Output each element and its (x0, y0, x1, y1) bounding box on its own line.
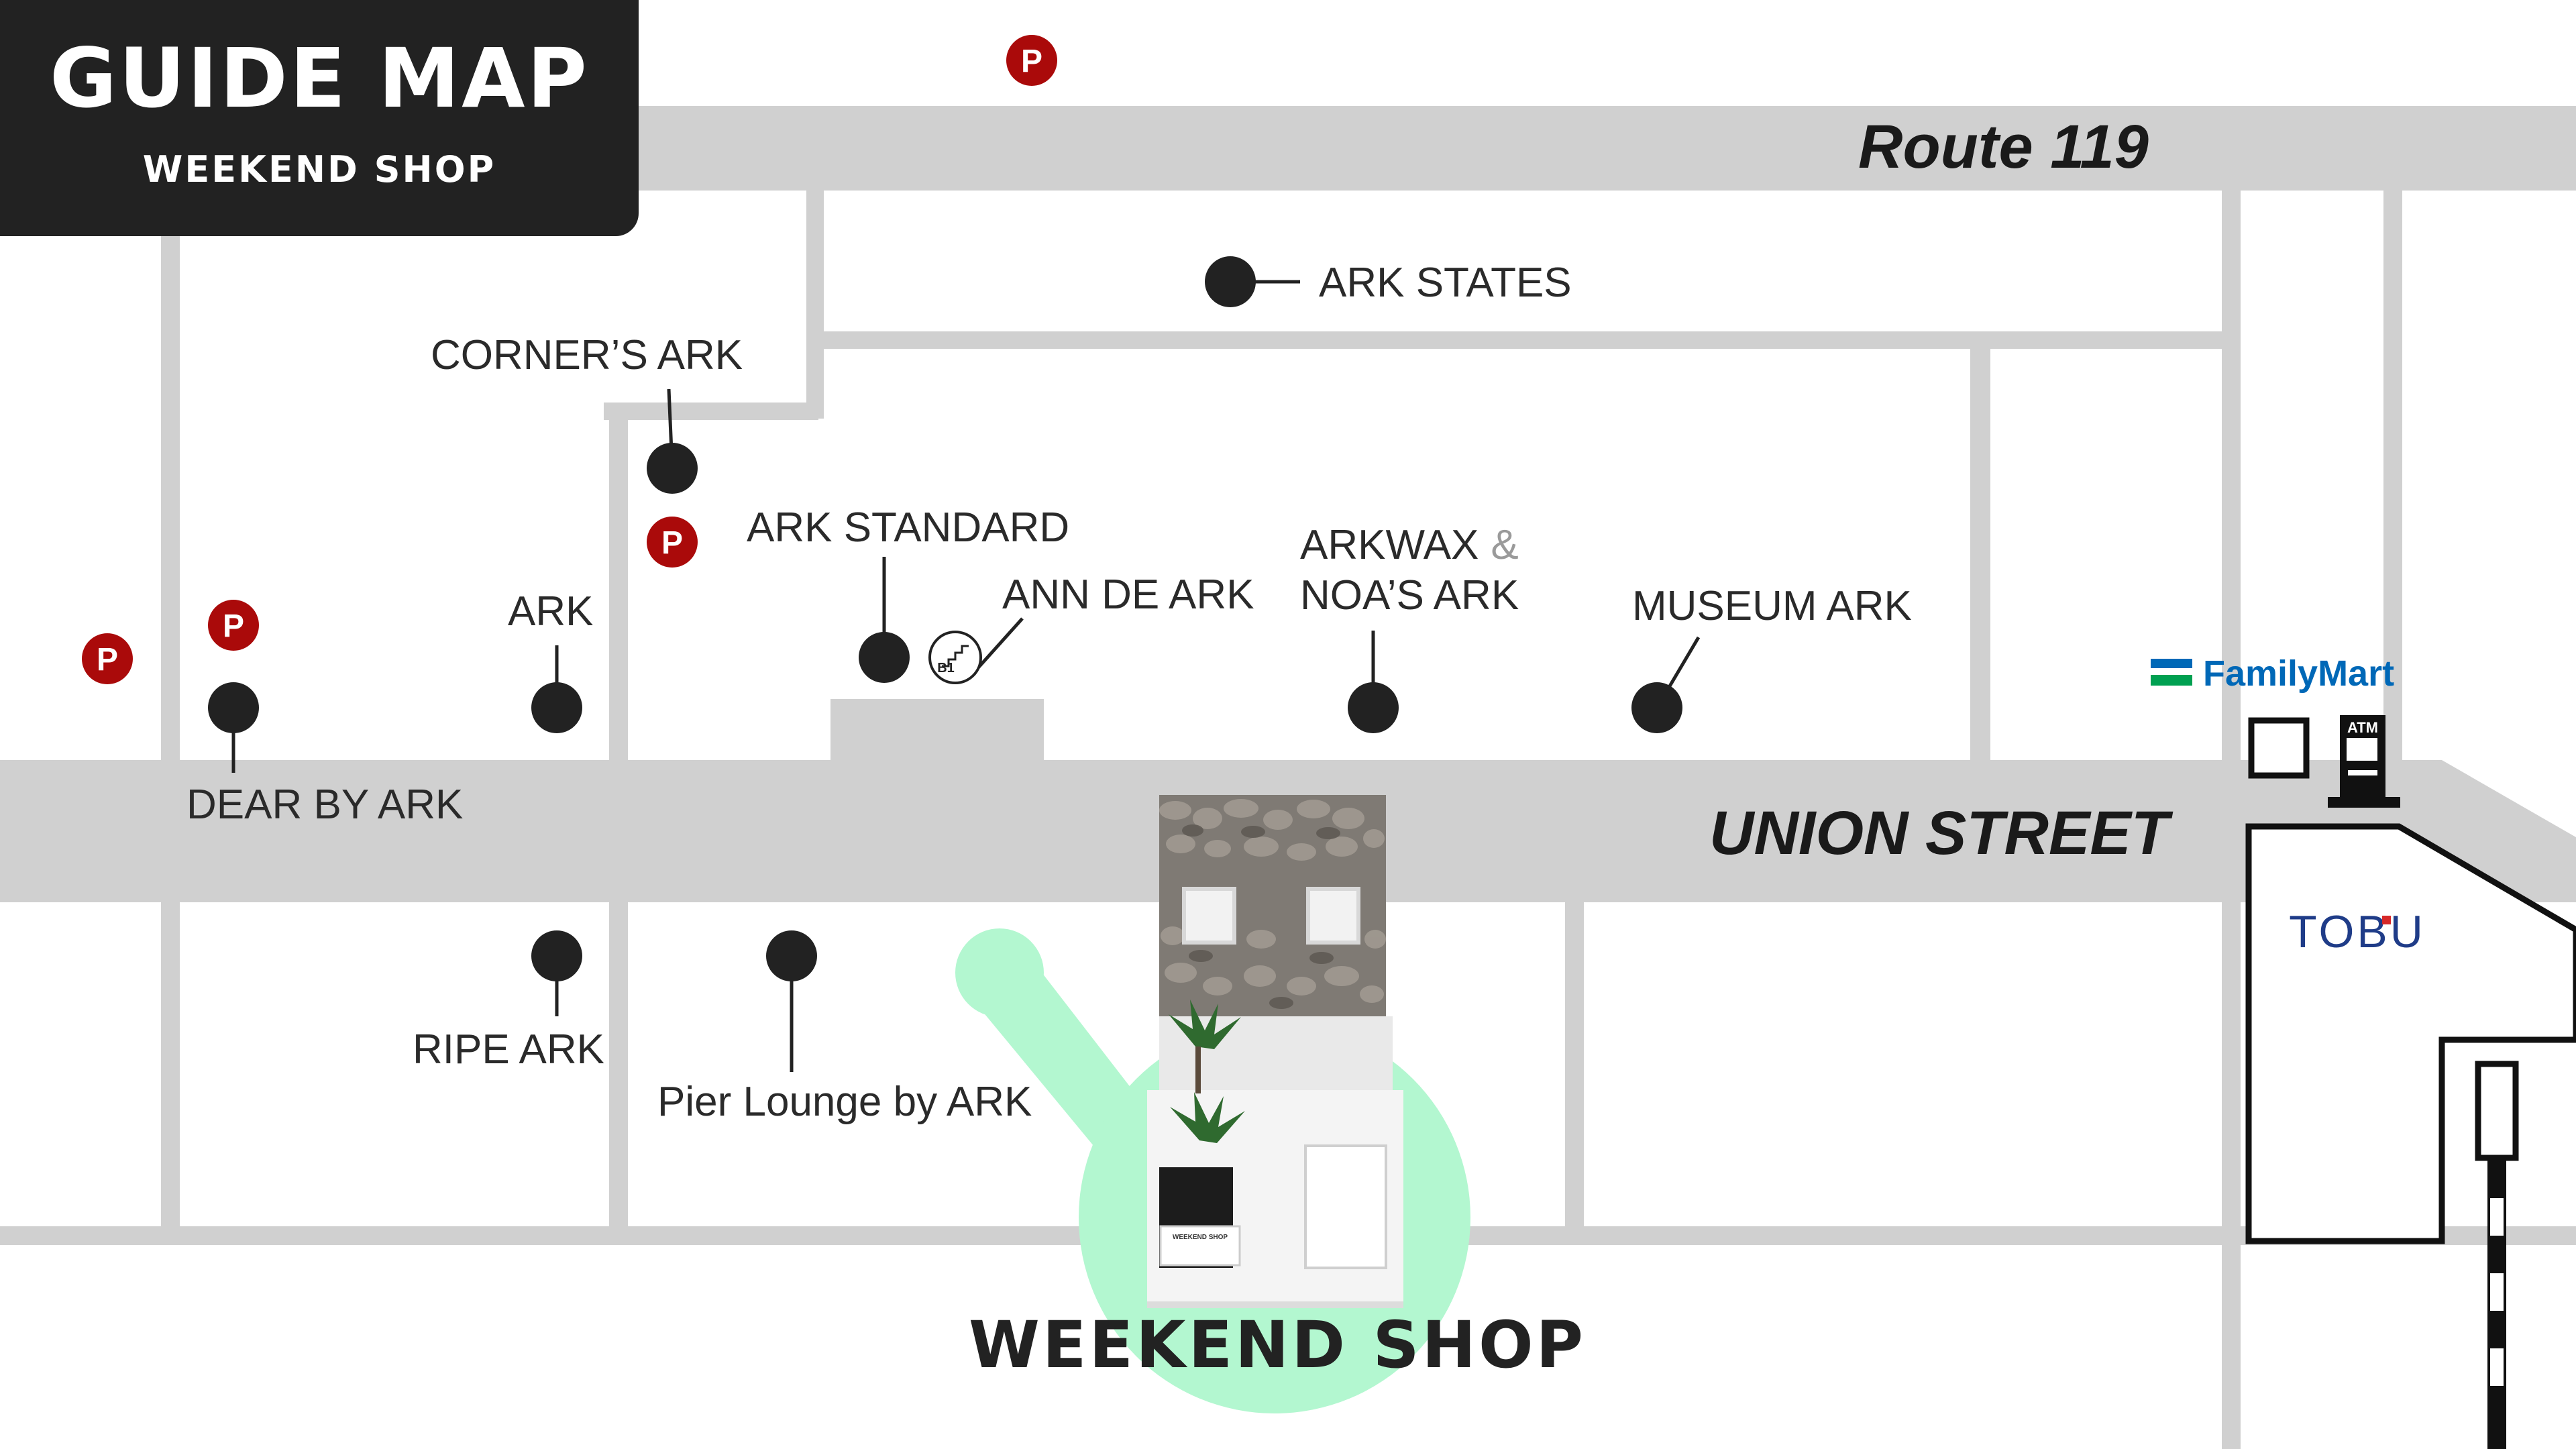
shop-corners-ark[interactable]: CORNER’S ARK (431, 332, 743, 494)
familymart-label: FamilyMart (2203, 653, 2394, 694)
atm-icon: ATM (2328, 715, 2400, 808)
parking-label: P (223, 608, 244, 644)
parking-label: P (661, 525, 683, 561)
lane-corner-west (609, 402, 628, 760)
shop-label: ANN DE ARK (1002, 572, 1254, 618)
route-119-label: Route 119 (1858, 113, 2149, 181)
shop-museum-ark[interactable]: MUSEUM ARK (1631, 583, 1912, 733)
tobu-label: TOBU (2289, 906, 2426, 957)
tobu-building[interactable]: TOBU (2245, 823, 2576, 1244)
parking-label: P (97, 642, 118, 678)
familymart[interactable]: FamilyMart ATM (2151, 653, 2400, 808)
tobu-red-dot (2382, 916, 2391, 924)
shop-label: Pier Lounge by ARK (657, 1079, 1032, 1125)
map-subtitle: WEEKEND SHOP (142, 148, 496, 191)
shop-ark-states[interactable]: ARK STATES (1205, 256, 1572, 307)
shop-pier-lounge[interactable]: Pier Lounge by ARK (657, 930, 1032, 1125)
shop-dear-by-ark[interactable]: DEAR BY ARK (186, 682, 463, 828)
title-block: GUIDE MAP WEEKEND SHOP (0, 0, 639, 236)
facade-window (1306, 887, 1360, 945)
shop-ripe-ark[interactable]: RIPE ARK (413, 930, 604, 1073)
shop-pin-icon (1348, 682, 1399, 733)
shop-ann-de-ark[interactable]: B1 ANN DE ARK (928, 572, 1254, 684)
union-street-road (0, 760, 2226, 902)
facade-sign (1159, 1225, 1241, 1267)
shop-ark-standard[interactable]: ARK STANDARD (747, 504, 1069, 683)
facade-sign-text: WEEKEND SHOP (1173, 1234, 1228, 1241)
familymart-building (2248, 717, 2310, 779)
lane-museum-east (1970, 349, 1990, 760)
parking-marker: P (82, 633, 133, 684)
stairs-icon: B1 (928, 631, 982, 684)
shop-pin-icon (531, 682, 582, 733)
shop-arkwax-noas-ark[interactable]: ARKWAX& NOA’S ARK (1300, 522, 1519, 733)
parking-marker: P (208, 600, 259, 651)
shop-label: MUSEUM ARK (1632, 583, 1912, 629)
facade-door (1304, 1144, 1387, 1269)
familymart-logo-icon (2151, 659, 2192, 686)
lane-corner-step (604, 402, 818, 420)
parking-icon (208, 600, 259, 651)
ampersand: & (1491, 522, 1518, 568)
shop-label: ARK STANDARD (747, 504, 1069, 551)
shop-label: RIPE ARK (413, 1026, 604, 1073)
shop-label: ARK STATES (1319, 260, 1572, 306)
shop-label: ARKWAX (1300, 522, 1479, 568)
destination-label: WEEKEND SHOP (969, 1307, 1586, 1383)
railway-platform (2475, 1061, 2519, 1161)
weekend-shop-photo: WEEKEND SHOP (1147, 795, 1403, 1308)
parking-icon (1006, 35, 1057, 86)
shop-label: DEAR BY ARK (186, 782, 463, 828)
parking-icon (647, 517, 698, 568)
shop-pin-icon (531, 930, 582, 981)
lane-ark-states-south (806, 331, 2222, 349)
shop-label: NOA’S ARK (1300, 572, 1519, 619)
shop-pin-icon (1205, 256, 1256, 307)
shop-label: CORNER’S ARK (431, 332, 743, 378)
parking-icon (82, 633, 133, 684)
map-title: GUIDE MAP (50, 31, 589, 126)
union-street-label: UNION STREET (1709, 799, 2174, 867)
shop-pin-icon (859, 632, 910, 683)
lane-east-a (2222, 191, 2241, 1449)
shop-pin-icon (766, 930, 817, 981)
lane-south-middle (1565, 902, 1584, 1226)
lane-corner-step-vertical (806, 331, 824, 419)
shop-pin-icon (1631, 682, 1682, 733)
shop-pin-icon (208, 682, 259, 733)
parking-marker: P (647, 517, 698, 568)
svg-text:ARKWAX&: ARKWAX& (1300, 522, 1519, 568)
lane-far-west (161, 236, 180, 1226)
railway-line (2475, 1061, 2519, 1449)
basement-label: B1 (937, 661, 955, 676)
facade-window (1182, 887, 1236, 945)
facade-plant (1169, 1000, 1245, 1143)
shop-label: ARK (508, 588, 593, 635)
parking-marker: P (1006, 35, 1057, 86)
shop-ark[interactable]: ARK (508, 588, 593, 733)
parking-label: P (1021, 44, 1042, 79)
lane-east-b (2383, 191, 2402, 801)
tobu-outline (2245, 823, 2576, 1244)
lane-south-west (609, 902, 628, 1226)
building-notch (830, 699, 1044, 760)
shop-pin-icon (647, 443, 698, 494)
atm-label: ATM (2347, 719, 2378, 736)
lane-north (806, 191, 824, 335)
